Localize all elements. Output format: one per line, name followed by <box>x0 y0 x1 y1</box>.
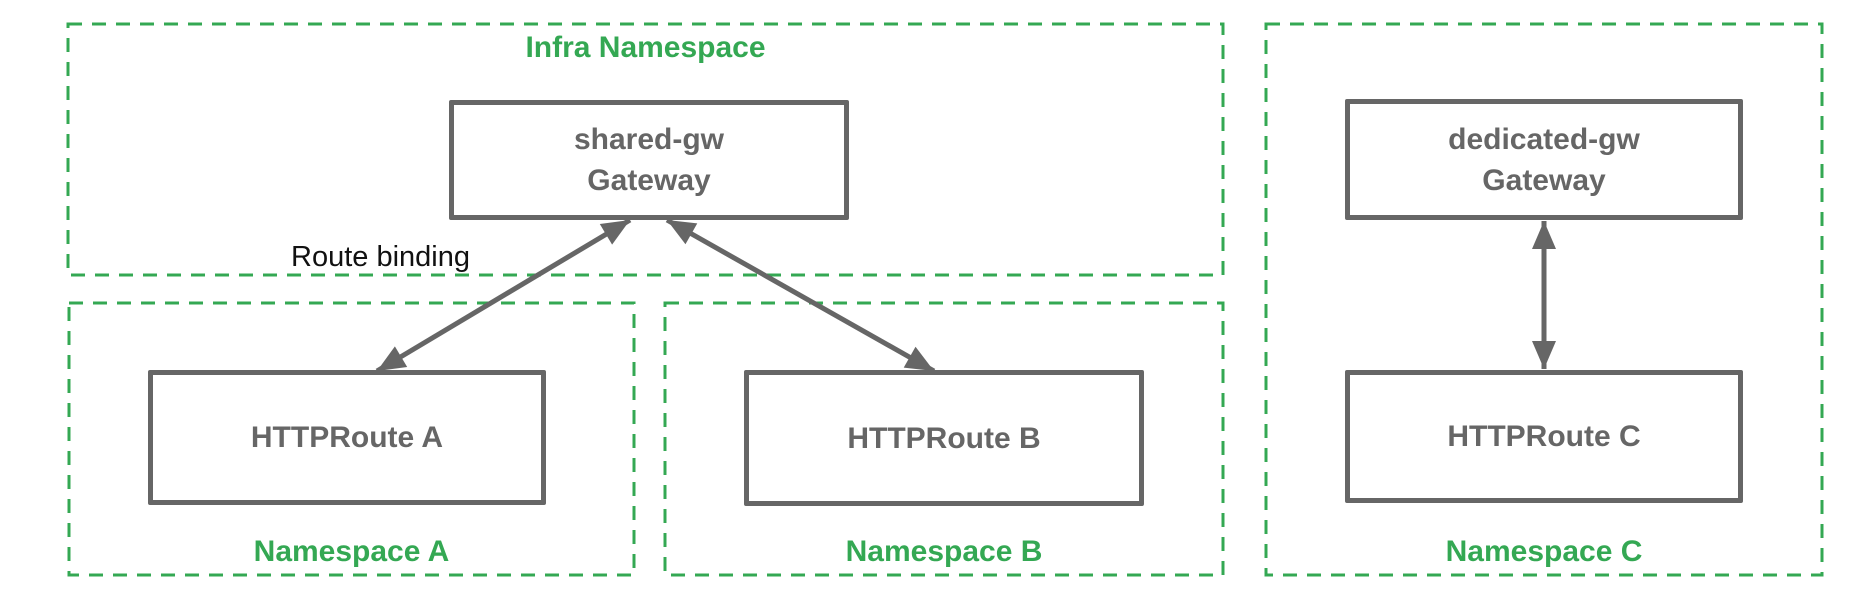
shared-gw-gateway-kind: Gateway <box>587 164 711 197</box>
namespace-b-border <box>663 301 1225 577</box>
httproute-a-box: HTTPRoute A <box>148 370 546 505</box>
namespace-a-border <box>67 301 636 577</box>
infra-namespace-border <box>66 22 1225 277</box>
shared-gw-gateway-box: shared-gw Gateway <box>449 100 849 220</box>
httproute-c-box: HTTPRoute C <box>1345 370 1743 503</box>
namespace-c-border <box>1264 22 1824 577</box>
arrow-shared-gw-to-route-a <box>375 217 632 374</box>
route-binding-label: Route binding <box>291 241 470 273</box>
httproute-a-name: HTTPRoute A <box>250 421 444 454</box>
httproute-b-name: HTTPRoute B <box>847 421 1041 455</box>
namespace-a-label: Namespace A <box>253 535 450 568</box>
arrow-shared-gw-to-route-b <box>665 217 936 374</box>
shared-gw-gateway-name: shared-gw <box>573 123 725 156</box>
httproute-b-box: HTTPRoute B <box>744 370 1144 506</box>
namespace-c-label: Namespace C <box>1445 535 1643 568</box>
dedicated-gw-gateway-name: dedicated-gw <box>1448 122 1640 156</box>
infra-namespace-label: Infra Namespace <box>525 31 766 64</box>
dedicated-gw-gateway-box: dedicated-gw Gateway <box>1345 99 1743 220</box>
dedicated-gw-gateway-kind: Gateway <box>1482 163 1606 197</box>
namespace-b-label: Namespace B <box>845 535 1043 568</box>
httproute-c-name: HTTPRoute C <box>1447 420 1641 453</box>
